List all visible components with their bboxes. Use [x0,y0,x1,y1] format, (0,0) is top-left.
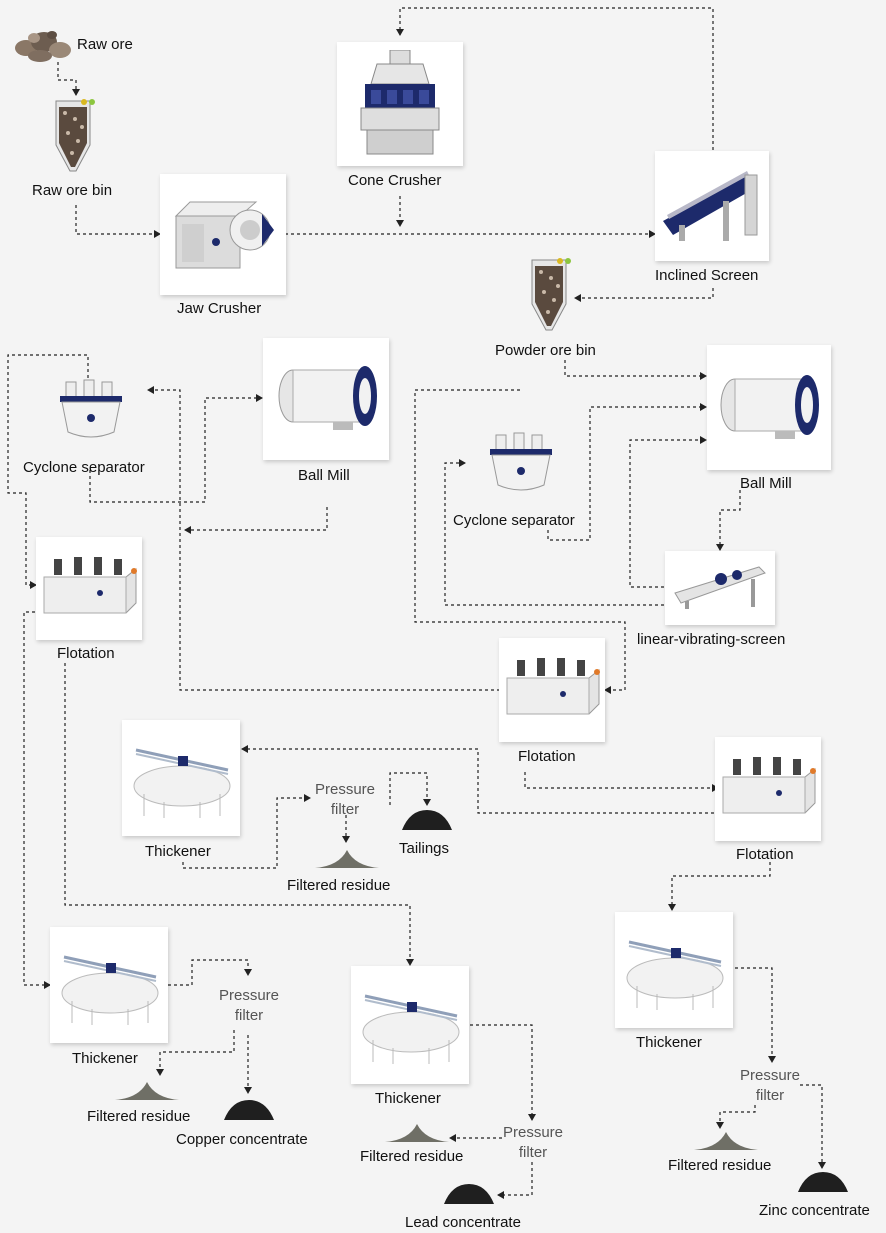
flow-screen-to-powder-bin [574,288,714,302]
filtered-residue-label-lead: Filtered residue [360,1148,464,1165]
thickener-label-lead: Thickener [375,1090,441,1107]
thickener-icon-zinc [626,940,724,1010]
flotation-label-1: Flotation [57,645,115,662]
flotation-label-3: Flotation [736,846,794,863]
linear-vibrating-screen-card [665,551,775,625]
cyclone-separator-icon-2 [490,432,552,491]
flow-pf-lead-to-concentrate [497,1162,533,1199]
powder-ore-bin-label: Powder ore bin [495,342,596,359]
ball-mill-card-2 [707,345,831,470]
thickener-icon-lead [362,994,460,1064]
jaw-crusher-icon [174,201,274,269]
cyclone-separator-label-1: Cyclone separator [23,459,145,476]
flow-bin-to-jaw [75,205,161,238]
flow-pf-tailings-to-tailings [389,772,431,806]
lead-concentrate-label: Lead concentrate [405,1214,521,1231]
inclined-screen-icon [663,171,758,241]
pressure-filter-zinc: Pressure filter [739,1067,801,1104]
ball-mill-icon-1 [278,366,377,430]
ball-mill-card-1 [263,338,389,460]
thickener-label-copper: Thickener [72,1050,138,1067]
pressure-filter-tailings: Pressure filter [314,781,376,818]
flow-pf-zinc-to-residue [716,1105,756,1129]
flow-flotation2-to-flotation3 [524,772,719,792]
thickener-card-zinc [615,912,733,1028]
flotation-cell-icon-2 [506,658,600,715]
linear-vibrating-screen-icon [674,566,766,609]
flow-lvs-to-ballmill2 [629,436,707,588]
thickener-card-copper [50,927,168,1043]
flow-flotation1-to-thickener-lead [64,663,414,966]
cone-crusher-icon [360,50,440,155]
concentrate-pile-icon-zinc [798,1172,848,1192]
thickener-card-tailings [122,720,240,836]
jaw-crusher-card [160,174,286,295]
flow-thickener-zinc-to-pf [735,967,776,1063]
flow-flotation1-to-thickener-copper [23,611,51,989]
raw-ore-bin-label: Raw ore bin [32,182,113,199]
filtered-residue-label-zinc: Filtered residue [668,1157,772,1174]
raw-ore-icon [15,31,71,62]
pressure-filter-copper: Pressure filter [218,987,280,1024]
flotation-card-1 [36,537,142,640]
cyclone-separator-label-2: Cyclone separator [453,512,575,529]
concentrate-pile-icon-lead [444,1184,494,1204]
inclined-screen-card [655,151,769,261]
ore-bin-icon [55,99,95,172]
cone-crusher-card [337,42,463,166]
flow-thickener-tailings-to-pf [182,794,311,869]
flotation-cell-icon-3 [722,757,816,814]
residue-pile-icon-copper [115,1082,179,1100]
filtered-residue-label-copper: Filtered residue [87,1108,191,1125]
flow-pf-copper-to-residue [156,1030,235,1076]
pressure-filter-lead: Pressure filter [502,1124,564,1161]
flow-pf-zinc-to-concentrate [800,1084,826,1169]
raw-ore-label: Raw ore [77,36,133,53]
inclined-screen-label: Inclined Screen [655,267,759,284]
flow-cyclone1-to-flotation1 [7,354,89,589]
jaw-crusher-label: Jaw Crusher [177,300,262,317]
flow-ballmill1-to-flotation1 [184,507,328,534]
copper-concentrate-label: Copper concentrate [176,1131,308,1148]
concentrate-pile-icon-copper [224,1100,274,1120]
cyclone-separator-icon-1 [60,379,122,438]
flow-flotation3-to-thickener-zinc [668,862,771,911]
flow-ballmill2-to-lvs [716,490,741,551]
ball-mill-label-1: Ball Mill [298,467,350,484]
linear-vibrating-screen-label: linear-vibrating-screen [637,631,786,648]
flow-cyclone1-to-ballmill1 [89,394,263,503]
flow-flotation3-to-thickener-tailings [241,745,720,814]
flow-screen-to-cone [396,7,714,150]
flow-flotation2-to-cyclone1 [147,386,500,691]
ore-bin-icon-powder [531,258,571,331]
ball-mill-label-2: Ball Mill [740,475,792,492]
filtered-residue-label-tailings: Filtered residue [287,877,391,894]
thickener-label-zinc: Thickener [636,1034,702,1051]
flotation-card-2 [499,638,605,742]
flow-thickener-lead-to-pf [470,1024,536,1121]
thickener-icon-tailings [133,748,231,818]
concentrate-pile-icon-tailings [402,810,452,830]
flow-raw-ore-to-bin [57,62,80,96]
residue-pile-icon-tailings [315,850,379,868]
ball-mill-icon-2 [720,375,819,439]
residue-pile-icon-zinc [694,1132,758,1150]
cone-crusher-label: Cone Crusher [348,172,442,189]
flow-cyclone2-to-flotation2 [414,389,626,694]
flotation-label-2: Flotation [518,748,576,765]
flotation-cell-icon-1 [43,557,137,614]
flow-lvs-to-cyclone2 [444,459,664,606]
thickener-label-tailings: Thickener [145,843,211,860]
thickener-card-lead [351,966,469,1084]
flow-powder-bin-to-ballmill2 [564,360,707,380]
residue-pile-icon-lead [385,1124,449,1142]
tailings-label: Tailings [399,840,450,857]
flotation-card-3 [715,737,821,841]
flow-thickener-copper-to-pf [168,959,252,986]
flow-cyclone2-to-ballmill2 [547,403,707,541]
zinc-concentrate-label: Zinc concentrate [759,1202,870,1219]
thickener-icon-copper [61,955,159,1025]
